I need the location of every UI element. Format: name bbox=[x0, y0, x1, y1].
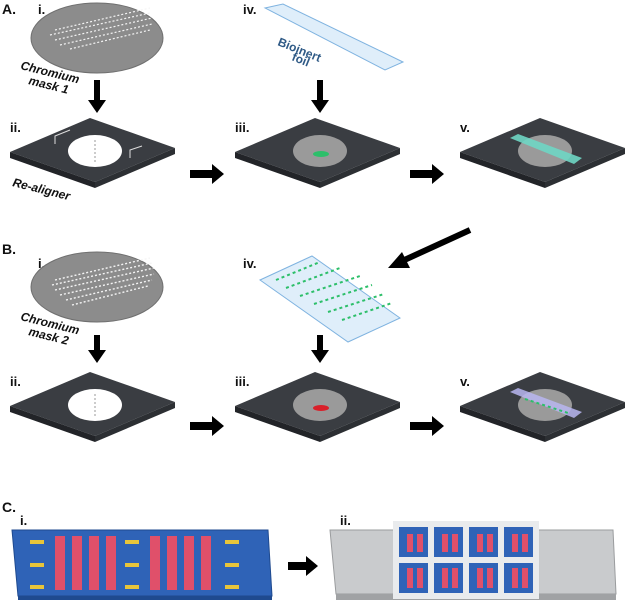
bioinert-foil-a bbox=[263, 3, 405, 71]
foil-label-line2: foil bbox=[290, 50, 312, 70]
realigner-with-foil-b bbox=[460, 372, 625, 442]
realigner-a bbox=[10, 118, 175, 188]
down-arrow-b2-head bbox=[311, 350, 329, 363]
realigner-b bbox=[10, 372, 175, 442]
realigner-with-mask-b bbox=[235, 372, 400, 442]
c-step-ii-label: ii. bbox=[340, 513, 351, 528]
section-c-label: C. bbox=[2, 499, 16, 515]
b-step-ii-label: ii. bbox=[10, 374, 21, 389]
down-arrow-a1-head bbox=[88, 100, 106, 113]
c-step-i-label: i. bbox=[20, 513, 27, 528]
right-arrow-b1 bbox=[190, 416, 224, 436]
right-arrow-a2 bbox=[410, 164, 444, 184]
chip-with-well-plate bbox=[329, 521, 617, 600]
a-step-ii-label: ii. bbox=[10, 120, 21, 135]
right-arrow-b2 bbox=[410, 416, 444, 436]
chromium-mask-2 bbox=[30, 251, 164, 323]
bioinert-foil-b bbox=[259, 255, 401, 343]
a-step-v-label: v. bbox=[460, 120, 470, 135]
down-arrow-a2-head bbox=[311, 100, 329, 113]
diagonal-arrow bbox=[398, 227, 472, 265]
b-step-iii-label: iii. bbox=[235, 374, 249, 389]
diagonal-arrow-head bbox=[388, 252, 410, 268]
a-step-i-label: i. bbox=[38, 2, 45, 17]
electrode-chip bbox=[11, 529, 273, 600]
right-arrow-a1 bbox=[190, 164, 224, 184]
realigner-label: Re-aligner bbox=[11, 175, 73, 203]
section-b-label: B. bbox=[2, 241, 16, 257]
section-a-label: A. bbox=[2, 1, 16, 17]
realigner-with-mask-a bbox=[235, 118, 400, 188]
b-step-v-label: v. bbox=[460, 374, 470, 389]
chromium-mask-1 bbox=[30, 2, 164, 74]
b-step-i-label: i. bbox=[38, 256, 45, 271]
realigner-with-foil-a bbox=[460, 118, 625, 188]
a-step-iii-label: iii. bbox=[235, 120, 249, 135]
b-step-iv-label: iv. bbox=[243, 256, 257, 271]
right-arrow-c bbox=[288, 556, 318, 576]
down-arrow-b1-head bbox=[88, 350, 106, 363]
a-step-iv-label: iv. bbox=[243, 2, 257, 17]
